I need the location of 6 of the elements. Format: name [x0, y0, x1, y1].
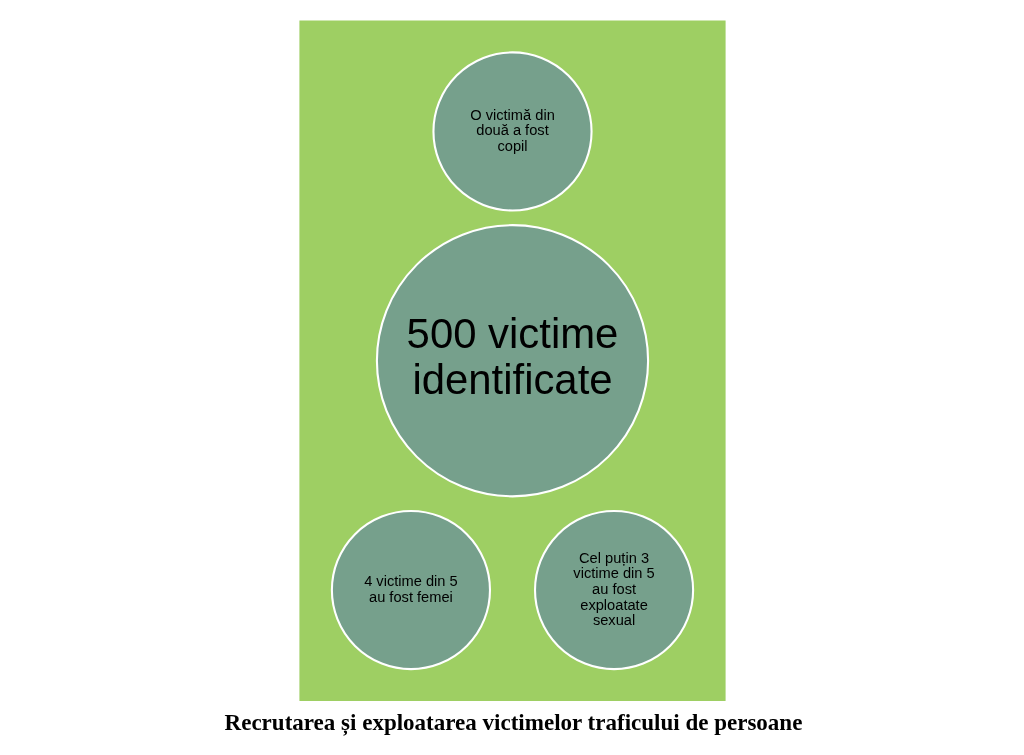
cluster: [298, 20, 726, 702]
caption: Recrutarea și exploatarea victimelor traficului de persoane: [224, 709, 802, 736]
node-circle: Cel puțin 3 victime din 5 au fost exploatate sexual: [533, 509, 694, 671]
node-circle: 4 victime din 5 au fost femei: [330, 509, 491, 671]
node-circle: O victimă din două a fost copil: [431, 51, 593, 212]
node-circle: 500 victime identificate: [375, 224, 649, 498]
